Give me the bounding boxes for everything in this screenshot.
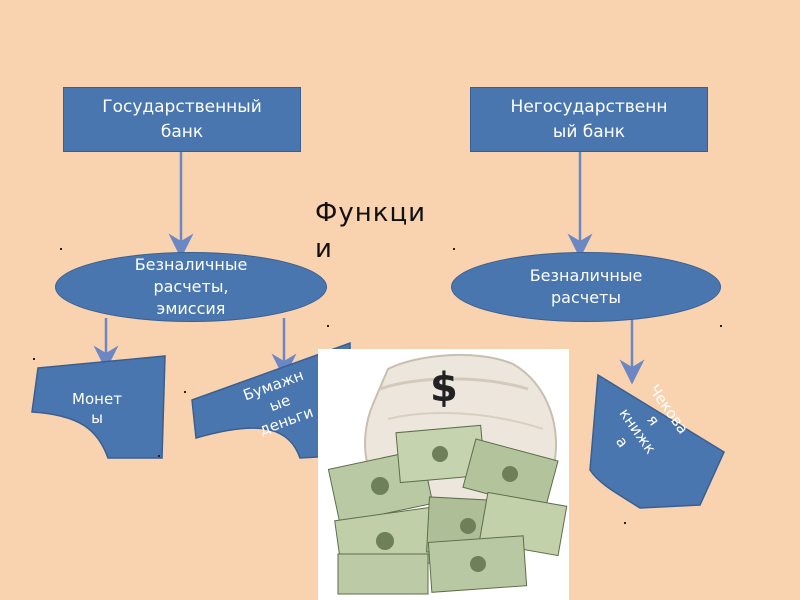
dot [327,325,329,327]
dot [453,248,455,250]
dot [60,248,62,250]
dot [158,455,160,457]
state-functions-label: Безналичные расчеты, эмиссия [134,255,248,318]
nonstate-bank-label: Негосударственн ый банк [510,96,668,142]
coins-label: Монет ы [72,390,122,427]
nonstate-functions-label: Безналичные расчеты [529,266,643,307]
money-bag-image: $ [318,349,569,600]
state-functions-ellipse: Безналичные расчеты, эмиссия [55,252,327,322]
dot [624,522,626,524]
coins-shape [31,355,166,459]
state-bank-label: Государственный банк [102,96,262,142]
paper-money-shape [191,341,353,459]
state-bank-box: Государственный банк [63,87,301,152]
dot [33,358,35,360]
checkbook-shape [589,373,725,509]
dot [720,325,722,327]
functions-title: Функци и [315,198,427,264]
nonstate-functions-ellipse: Безналичные расчеты [451,252,721,322]
svg-text:$: $ [430,365,458,411]
nonstate-bank-box: Негосударственн ый банк [470,87,708,152]
dot [184,391,186,393]
